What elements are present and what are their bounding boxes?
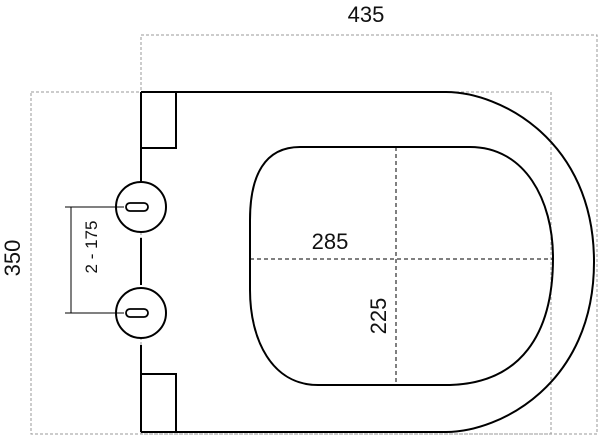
- seat-outer-outline: [176, 91, 596, 433]
- opening-center-lines: [250, 147, 553, 385]
- top-hinge-block: [141, 91, 177, 149]
- hinge-spacing-label: 2 - 175: [82, 221, 101, 274]
- fixing-hole-top: [115, 181, 167, 233]
- overall-width-label: 350: [0, 240, 25, 277]
- opening-length-label: 285: [312, 229, 349, 254]
- hinge-spacing-dimension: [65, 206, 124, 314]
- overall-length-frame: [140, 34, 598, 435]
- opening-width-label: 225: [366, 298, 391, 335]
- overall-length-label: 435: [348, 2, 385, 27]
- seat-opening-outline: [249, 146, 555, 386]
- bottom-hinge-block: [141, 373, 177, 433]
